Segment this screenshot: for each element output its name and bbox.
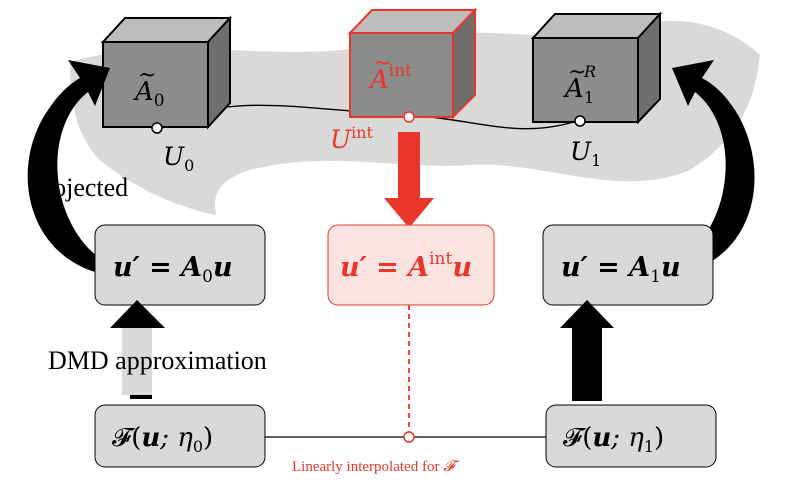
f-right-text: 𝓕(u; η1): [563, 423, 664, 456]
box-middle: [327, 224, 495, 306]
box-left: [94, 224, 266, 306]
label-dmd: DMD approximation: [48, 346, 267, 375]
eq-right: u′ = A1u: [561, 252, 681, 287]
right-up-arrow-shaft: [572, 325, 602, 401]
dmd-arrow-head: [110, 300, 165, 328]
label-u0: U0: [163, 142, 194, 175]
right-up-arrow-head: [560, 300, 614, 328]
box-f-right: [545, 404, 717, 468]
eq-left: u′ = A0u: [113, 252, 233, 287]
cube-right: [530, 11, 663, 125]
label-u1: U1: [570, 137, 601, 170]
cube-middle-label: Aint: [368, 61, 412, 95]
interp-point: [403, 431, 415, 443]
dmd-arrow-shaft: [122, 325, 152, 395]
point-u0: [151, 122, 163, 134]
red-arrow-shaft: [398, 132, 420, 200]
cube-right-sup: R: [583, 62, 596, 81]
projected-arrow-left: [27, 60, 110, 272]
eq-middle: u′ = Aintu: [340, 249, 472, 283]
label-projected: Projected: [30, 173, 128, 202]
red-arrow-head: [384, 198, 434, 228]
cube-right-label: A: [563, 74, 584, 104]
cube-left-label: A0: [133, 77, 165, 111]
point-uint: [403, 111, 415, 123]
point-u1: [574, 115, 586, 127]
tilde-middle: ~: [373, 51, 391, 76]
f-left-text: 𝓕(u; η0): [112, 423, 213, 456]
dmd-arrow-base: [130, 395, 152, 399]
cube-right-sub: 1: [584, 88, 594, 107]
tilde-left: ~: [138, 63, 156, 88]
box-right: [542, 224, 714, 306]
projected-arrow-right: [672, 60, 755, 272]
label-interp: Linearly interpolated for 𝓕: [292, 459, 460, 475]
label-uint: Uint: [330, 123, 374, 154]
tilde-right: ~: [568, 60, 586, 85]
cube-left: [100, 15, 233, 130]
box-f-left: [94, 404, 266, 468]
cube-middle: [347, 7, 478, 120]
